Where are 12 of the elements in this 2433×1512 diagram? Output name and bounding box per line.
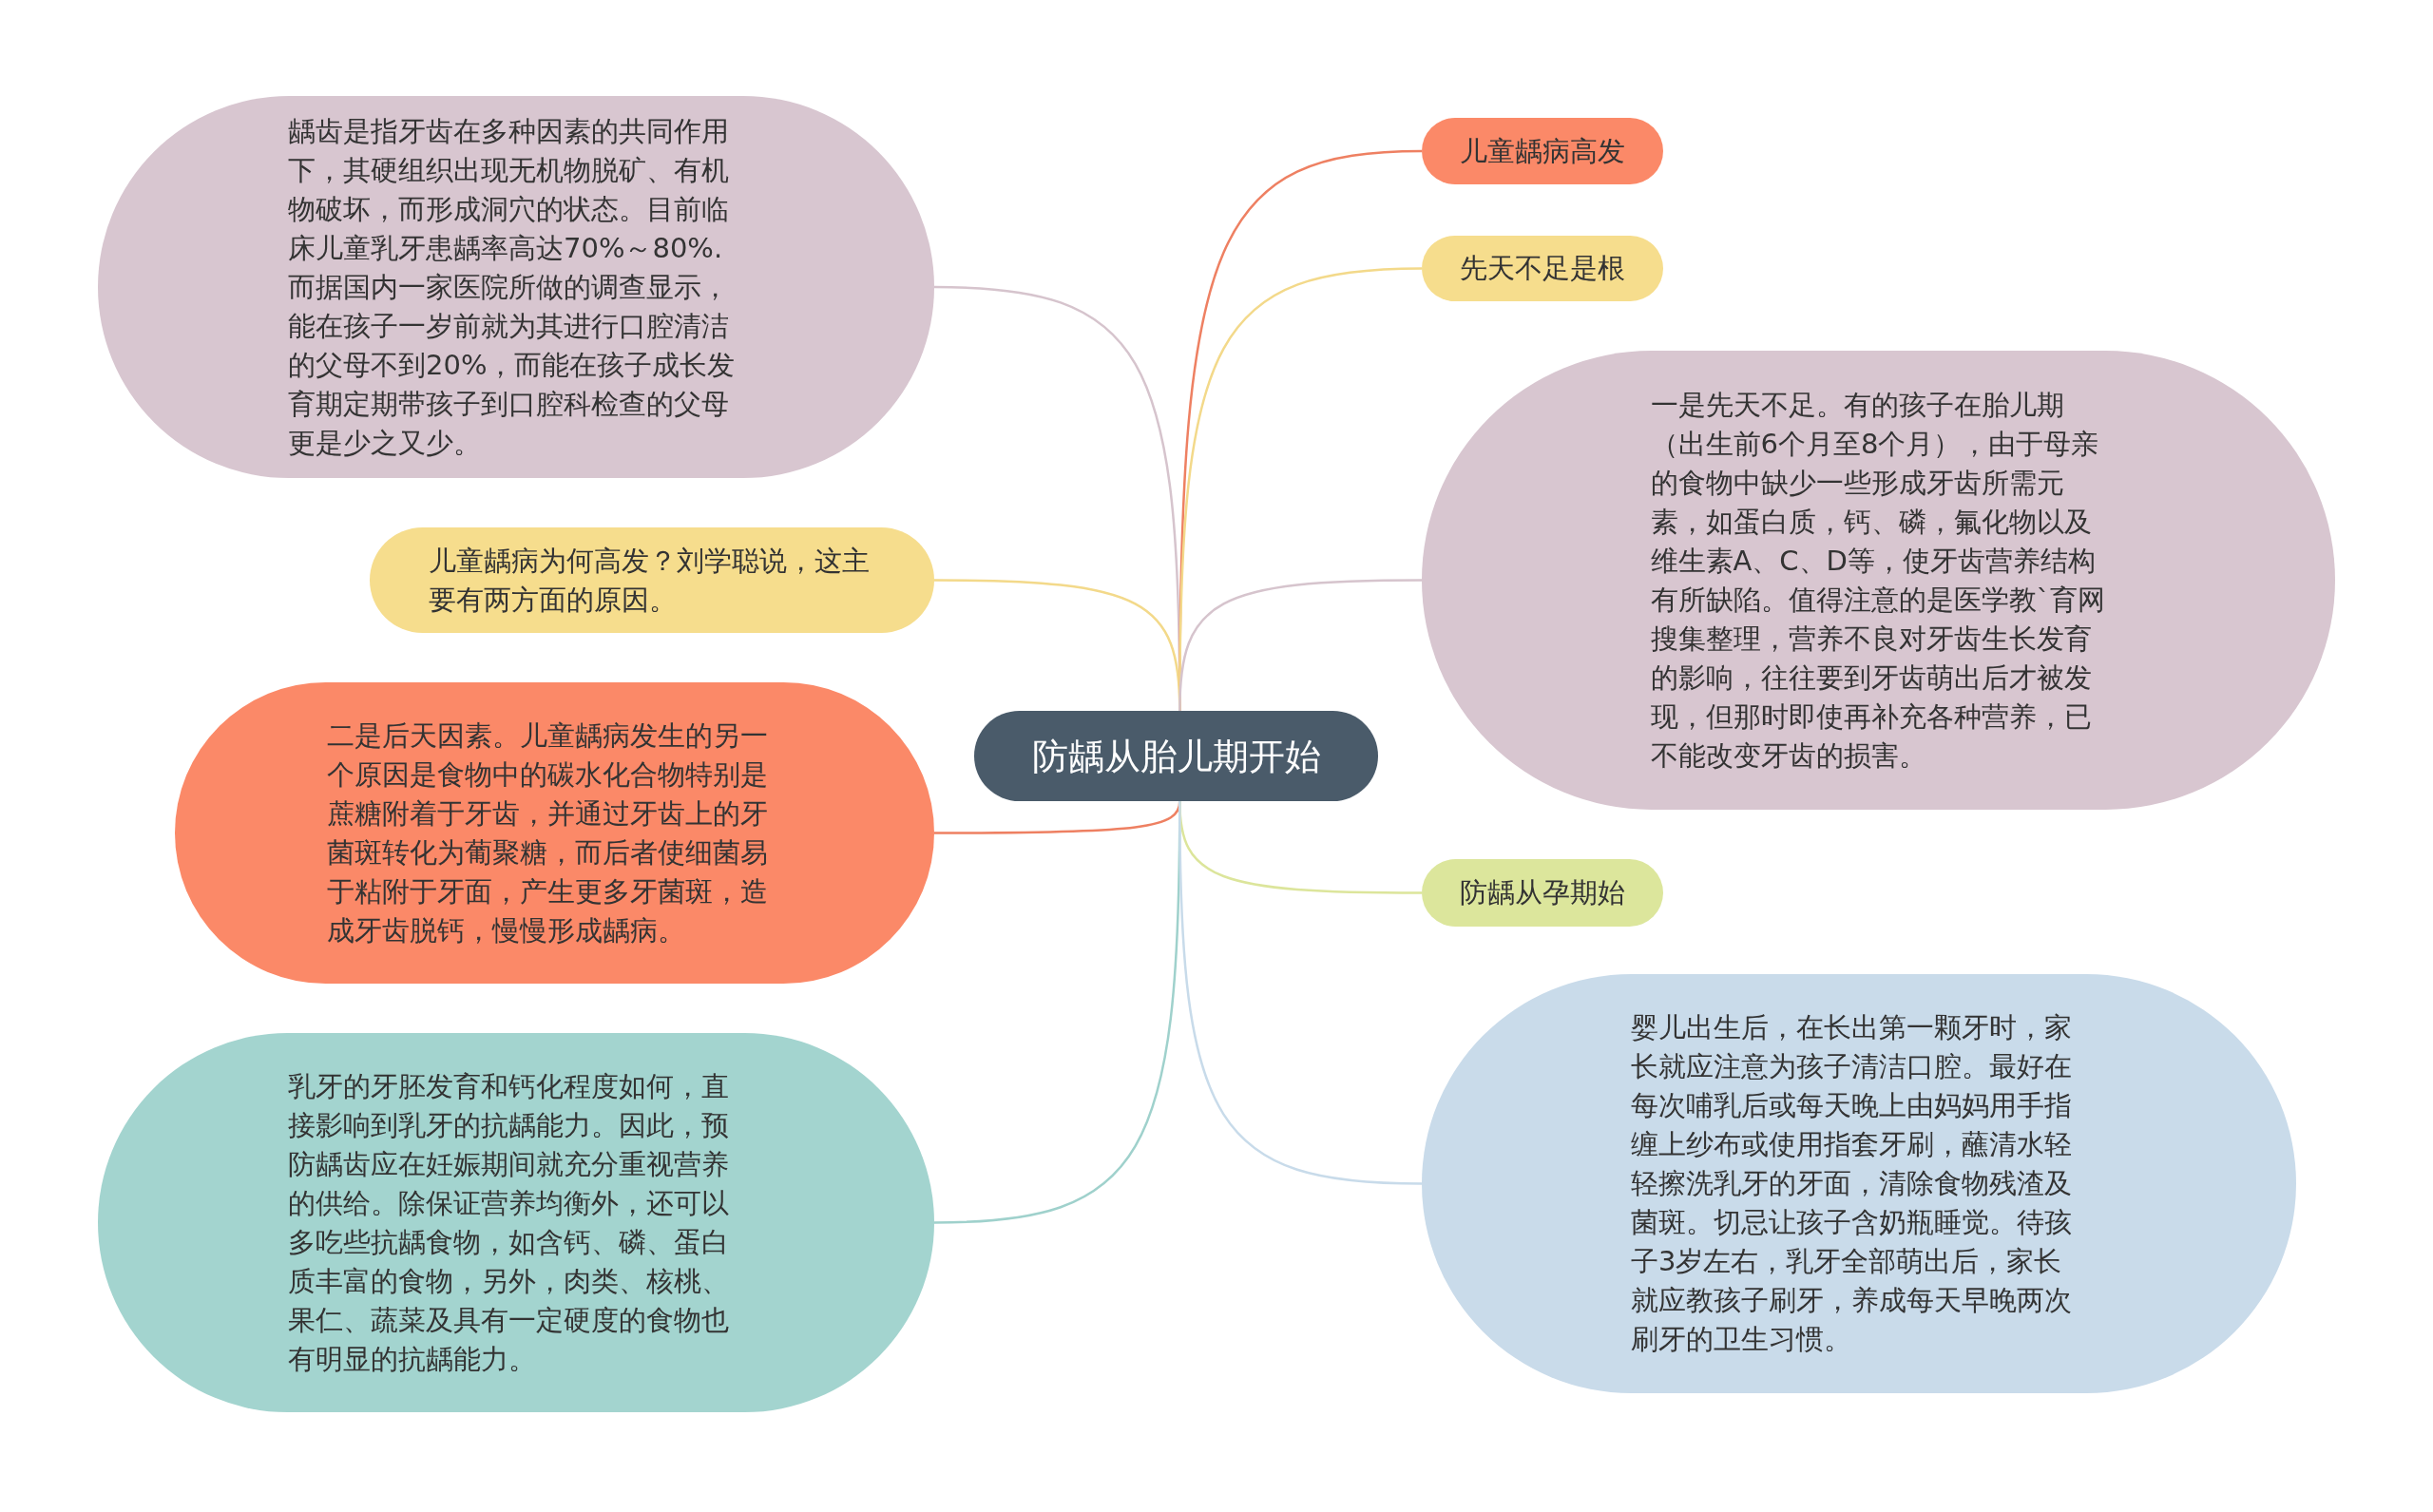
topic-text: 龋齿是指牙齿在多种因素的共同作用下，其硬组织出现无机物脱矿、有机物破坏，而形成洞穴的状态。目前临床儿童乳牙患龋率高达70%～80%.而据国内一家医院所做的调查显示，能在孩子一岁前就为其进行口腔清洁的父母不到20%，而能在孩子成长发育期定期带孩子到口腔科检查的父母更是少之又少。 <box>288 113 737 461</box>
topic-text: 先天不足是根 <box>1460 251 1625 286</box>
topic-text: 乳牙的牙胚发育和钙化程度如何，直接影响到乳牙的抗龋能力。因此，预防龋齿应在妊娠期间就充分重视营养的供给。除保证营养均衡外，还可以多吃些抗龋食物，如含钙、磷、蛋白质丰富的食物，另外，肉类、核桃、果仁、蔬菜及具有一定硬度的食物也有明显的抗龋能力。 <box>288 1068 730 1377</box>
topic-text: 婴儿出生后，在长出第一颗牙时，家长就应注意为孩子清洁口腔。最好在每次哺乳后或每天晚上由妈妈用手指缠上纱布或使用指套牙刷，蘸清水轻轻擦洗乳牙的牙面，清除食物残渣及菌斑。切忌让孩子含奶瓶睡觉。待孩子3岁左右，乳牙全部萌出后，家长就应教孩子刷牙，养成每天早晚两次刷牙的卫生习惯。 <box>1631 1010 2073 1357</box>
topic-text: 防龋从胎儿期开始 <box>1031 734 1321 778</box>
connector-curve <box>1178 579 1422 712</box>
topic-text: 儿童龋病高发 <box>1460 133 1625 169</box>
topic-text: 二是后天因素。儿童龋病发生的另一个原因是食物中的碳水化合物特别是蔗糖附着于牙齿，并通过牙齿上的牙菌斑转化为葡聚糖，而后者使细菌易于粘附于牙面，产生更多牙菌斑，造成牙齿脱钙，慢慢形成龋病。 <box>326 718 769 948</box>
topic-text: 防龋从孕期始 <box>1460 875 1625 910</box>
connector-curve <box>1178 801 1423 1185</box>
topic-text: 儿童龋病为何高发？刘学聪说，这主要有两方面的原因。 <box>429 543 871 618</box>
topic-text: 一是先天不足。有的孩子在胎儿期（出生前6个月至8个月），由于母亲的食物中缺少一些形成牙齿所需元素，如蛋白质，钙、磷，氟化物以及维生素A、C、D等，使牙齿营养结构有所缺陷。值得注意的是医学教`育网搜集整理，营养不良对牙齿生长发育的影响，往往要到牙齿萌出后才被发现，但那时即使再补充各种营养，已不能改变牙齿的损害。 <box>1650 387 2106 774</box>
